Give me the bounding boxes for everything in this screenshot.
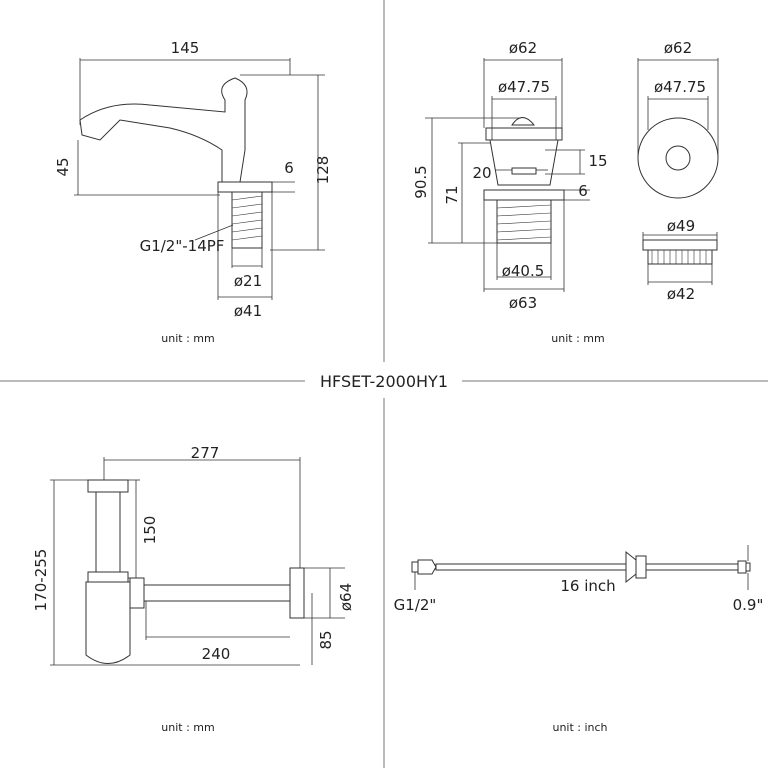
drain-flange-label: 6 — [578, 182, 588, 200]
trap-pipe-length-label: 240 — [202, 645, 231, 663]
faucet-shank-dia-label: ø21 — [234, 272, 262, 290]
faucet-base-dia-label: ø41 — [234, 302, 262, 320]
drain-unit-label: unit : mm — [551, 332, 604, 345]
faucet-height-label: 128 — [314, 156, 332, 185]
drain-nut-dia-label: ø63 — [509, 294, 537, 312]
drain-cap-height-label: 15 — [588, 152, 607, 170]
faucet-drawing — [74, 58, 325, 300]
drain-body-height-label: 71 — [443, 185, 461, 204]
hose-unit-label: unit : inch — [552, 721, 607, 734]
model-title: HFSET-2000HY1 — [320, 372, 448, 391]
trap-upper-height-label: 150 — [141, 516, 159, 545]
faucet-unit-label: unit : mm — [161, 332, 214, 345]
drain-drawing — [425, 58, 719, 292]
drain-top-dia-label: ø62 — [509, 39, 537, 57]
faucet-width-label: 145 — [171, 39, 200, 57]
faucet-thread-label: G1/2"-14PF — [140, 237, 225, 255]
drain-total-height-label: 90.5 — [412, 165, 430, 198]
faucet-spout-height-label: 45 — [54, 157, 72, 176]
trap-unit-label: unit : mm — [161, 721, 214, 734]
drain-inner-dia-label: ø47.75 — [498, 78, 550, 96]
trap-length-label: 277 — [191, 444, 220, 462]
trap-outlet-dia-label: ø64 — [337, 583, 355, 611]
trap-total-height-label: 170-255 — [32, 549, 50, 612]
trap-outlet-height-label: 85 — [317, 630, 335, 649]
flex-hose-drawing — [411, 545, 751, 590]
faucet-gap-label: 6 — [284, 159, 294, 177]
hose-thread-label: G1/2" — [394, 596, 437, 614]
drain-top-view-inner-label: ø47.75 — [654, 78, 706, 96]
drain-nut-bottom-dia-label: ø42 — [667, 285, 695, 303]
drain-nut-top-dia-label: ø49 — [667, 217, 695, 235]
hose-end-label: 0.9" — [733, 596, 764, 614]
bottle-trap-drawing — [50, 457, 345, 666]
hose-length-label: 16 inch — [560, 577, 615, 595]
drain-thread-dia-label: ø40.5 — [502, 262, 545, 280]
drain-cap-offset-label: 20 — [472, 164, 491, 182]
drain-top-view-dia-label: ø62 — [664, 39, 692, 57]
